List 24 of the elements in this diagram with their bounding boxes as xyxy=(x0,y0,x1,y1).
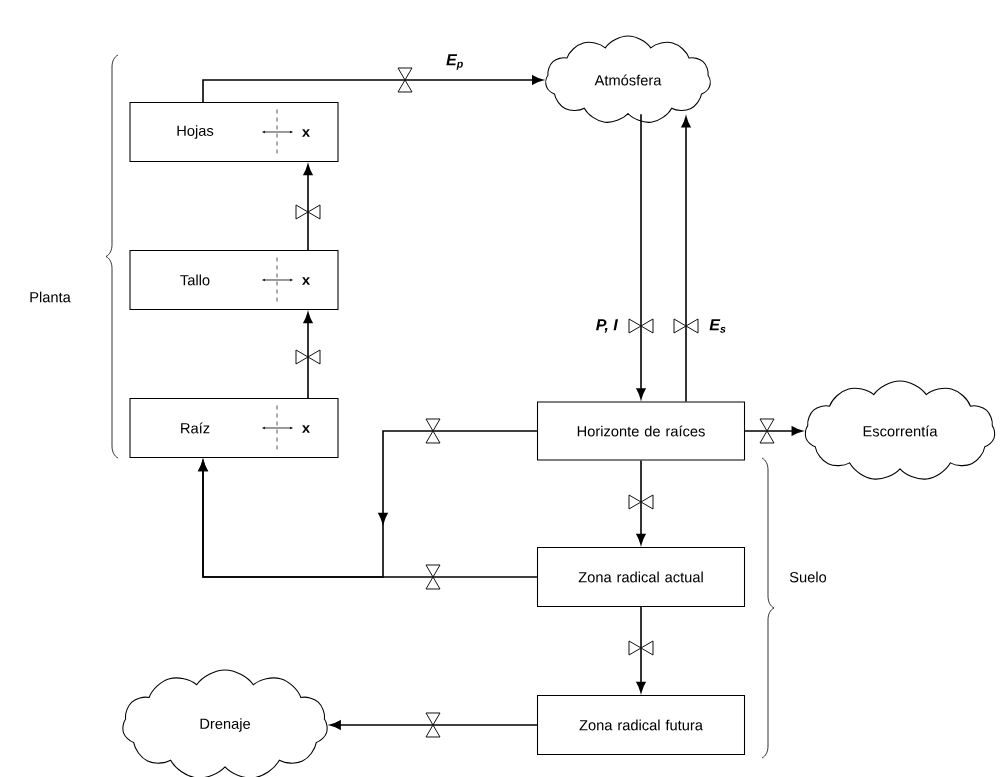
edge-label: P, I xyxy=(593,317,620,335)
variable-label: x xyxy=(302,425,310,433)
arrow xyxy=(329,720,538,730)
cloud: Atmósfera xyxy=(545,35,711,123)
process-box: Zona radical futura xyxy=(536,694,746,756)
group-label: Planta xyxy=(30,291,71,303)
arrow xyxy=(636,113,646,400)
cloud: Escorrentía xyxy=(804,380,996,480)
arrow xyxy=(744,426,803,436)
group-label: Suelo xyxy=(789,571,827,583)
arrow xyxy=(303,164,313,251)
variable-label: x xyxy=(302,129,310,137)
arrow xyxy=(681,116,691,403)
cloud: Drenaje xyxy=(122,669,328,777)
process-box: Horizonte de raíces xyxy=(536,401,746,461)
arrow xyxy=(202,75,544,103)
arrow xyxy=(303,312,313,399)
arrow xyxy=(198,460,538,578)
edge-label: E$_{p}$ xyxy=(444,52,466,72)
process-box: Zona radical actual xyxy=(536,546,746,608)
variable-label: x xyxy=(302,277,310,285)
edge-label: E$_{s}$ xyxy=(707,317,729,335)
arrow xyxy=(636,459,646,545)
arrow xyxy=(636,606,646,693)
